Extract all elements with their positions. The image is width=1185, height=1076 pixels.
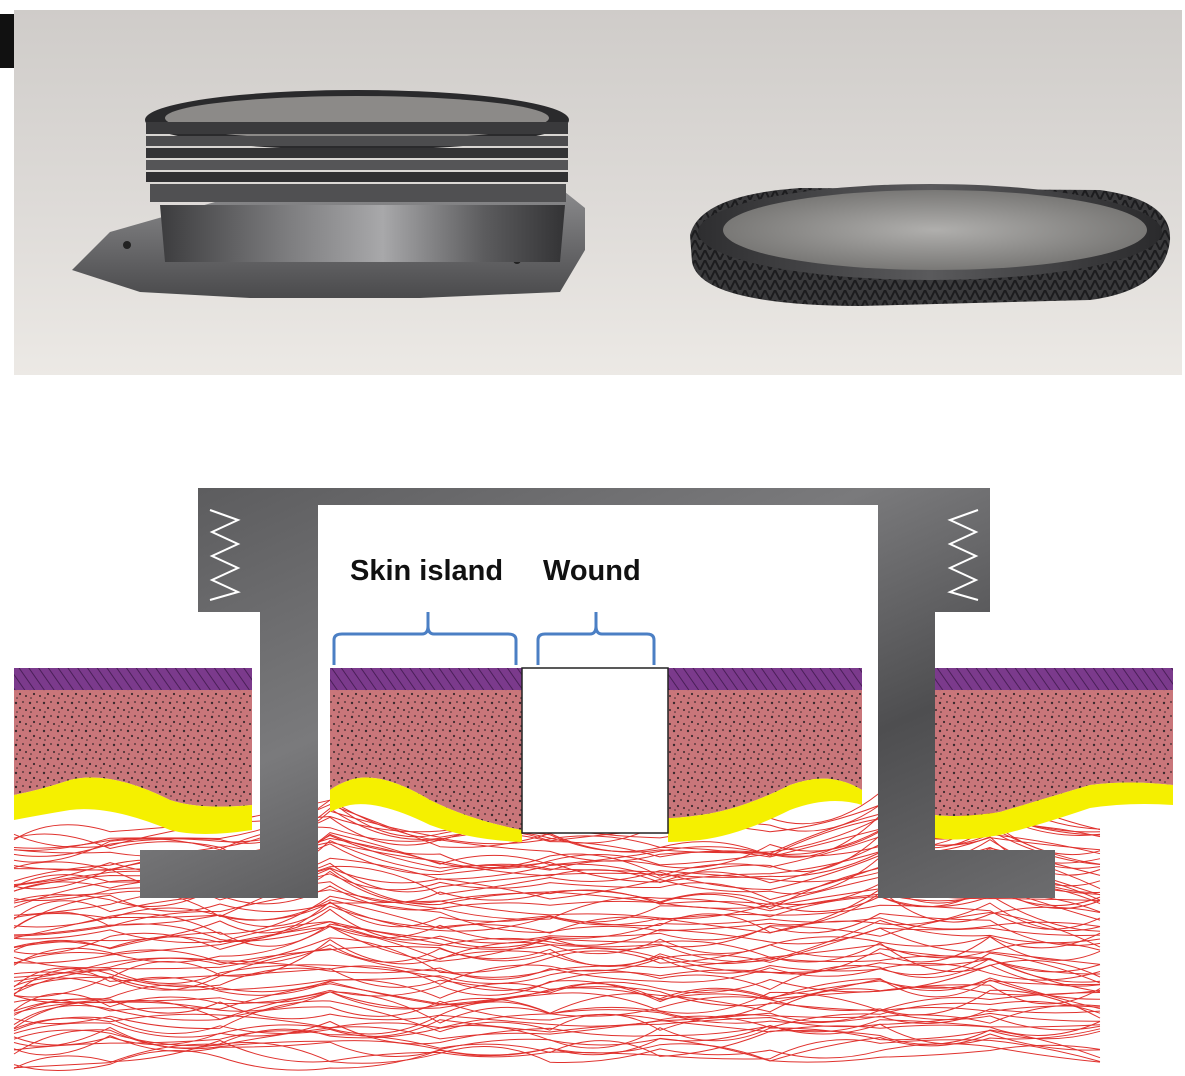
subcutaneous-fat-layer: [330, 777, 522, 842]
screw-hole: [123, 241, 131, 249]
muscle-fiber: [13, 957, 1101, 985]
panel-letter-mark: [0, 14, 14, 68]
muscle-fiber: [13, 904, 1101, 934]
muscle-fiber: [13, 1012, 1101, 1037]
skin-block-island: [330, 668, 522, 842]
muscle-fiber: [13, 939, 1101, 979]
muscle-fiber: [13, 901, 1101, 942]
skin-block-right-inner: [668, 668, 862, 842]
subcutaneous-fat-layer: [935, 782, 1173, 840]
muscle-fiber: [13, 1042, 1101, 1069]
muscle-fiber: [13, 952, 1101, 996]
wound-cavity: [521, 667, 669, 834]
muscle-fiber: [13, 991, 1101, 1016]
ring-body: [160, 205, 565, 262]
cap-inner-surface: [723, 190, 1147, 270]
cross-section-diagram: Skin island Wound: [13, 488, 1173, 1072]
muscle-fiber: [13, 942, 1101, 988]
muscle-fiber: [13, 1009, 1101, 1038]
muscle-fiber: [13, 957, 1101, 991]
epidermis-layer: [14, 668, 252, 690]
muscle-fiber: [13, 1019, 1101, 1047]
muscle-fiber: [13, 888, 1101, 936]
thread-profile-right: [947, 509, 979, 601]
muscle-fiber: [13, 908, 1101, 949]
dermis-layer: [14, 690, 252, 807]
subcutaneous-fat-layer: [668, 778, 862, 842]
photo-panel: [14, 10, 1182, 375]
muscle-fiber: [13, 1000, 1101, 1029]
chamber-interior: [318, 505, 878, 665]
epidermis-layer: [330, 668, 522, 690]
chamber-cross-section: [140, 488, 1055, 898]
thread-profile-left: [209, 509, 241, 601]
label-skin-island: Skin island: [350, 555, 503, 587]
muscle-fiber: [13, 894, 1101, 929]
dermis-layer: [330, 690, 522, 830]
muscle-fiber: [13, 944, 1101, 973]
threaded-ring-device: [72, 90, 585, 298]
muscle-fiber: [13, 911, 1101, 950]
muscle-fiber: [13, 919, 1101, 964]
skin-block-right-outer: [935, 668, 1173, 840]
skin-block-left: [14, 668, 252, 834]
dermis-layer: [668, 690, 862, 818]
curly-brace-icon: [536, 612, 656, 665]
curly-brace-icon: [332, 612, 518, 665]
muscle-fiber: [13, 977, 1101, 1014]
muscle-fiber: [13, 868, 1101, 918]
muscle-fiber: [13, 1027, 1101, 1055]
dermis-layer: [935, 690, 1173, 816]
subcutaneous-fat-layer: [14, 777, 252, 834]
muscle-fiber: [13, 925, 1101, 966]
chamber-wall: [140, 488, 1055, 898]
muscle-fiber: [13, 927, 1101, 969]
epidermis-layer: [668, 668, 862, 690]
ring-threads: [146, 122, 568, 202]
muscle-fiber: [13, 978, 1101, 1011]
muscle-fiber: [13, 1043, 1101, 1072]
label-wound: Wound: [543, 555, 641, 587]
muscle-fiber: [13, 958, 1101, 995]
knurled-cap: [690, 184, 1171, 306]
muscle-fiber: [13, 983, 1101, 1014]
epidermis-layer: [935, 668, 1173, 690]
muscle-fiber: [13, 892, 1101, 939]
muscle-fiber: [13, 1000, 1101, 1033]
muscle-fiber: [13, 912, 1101, 946]
